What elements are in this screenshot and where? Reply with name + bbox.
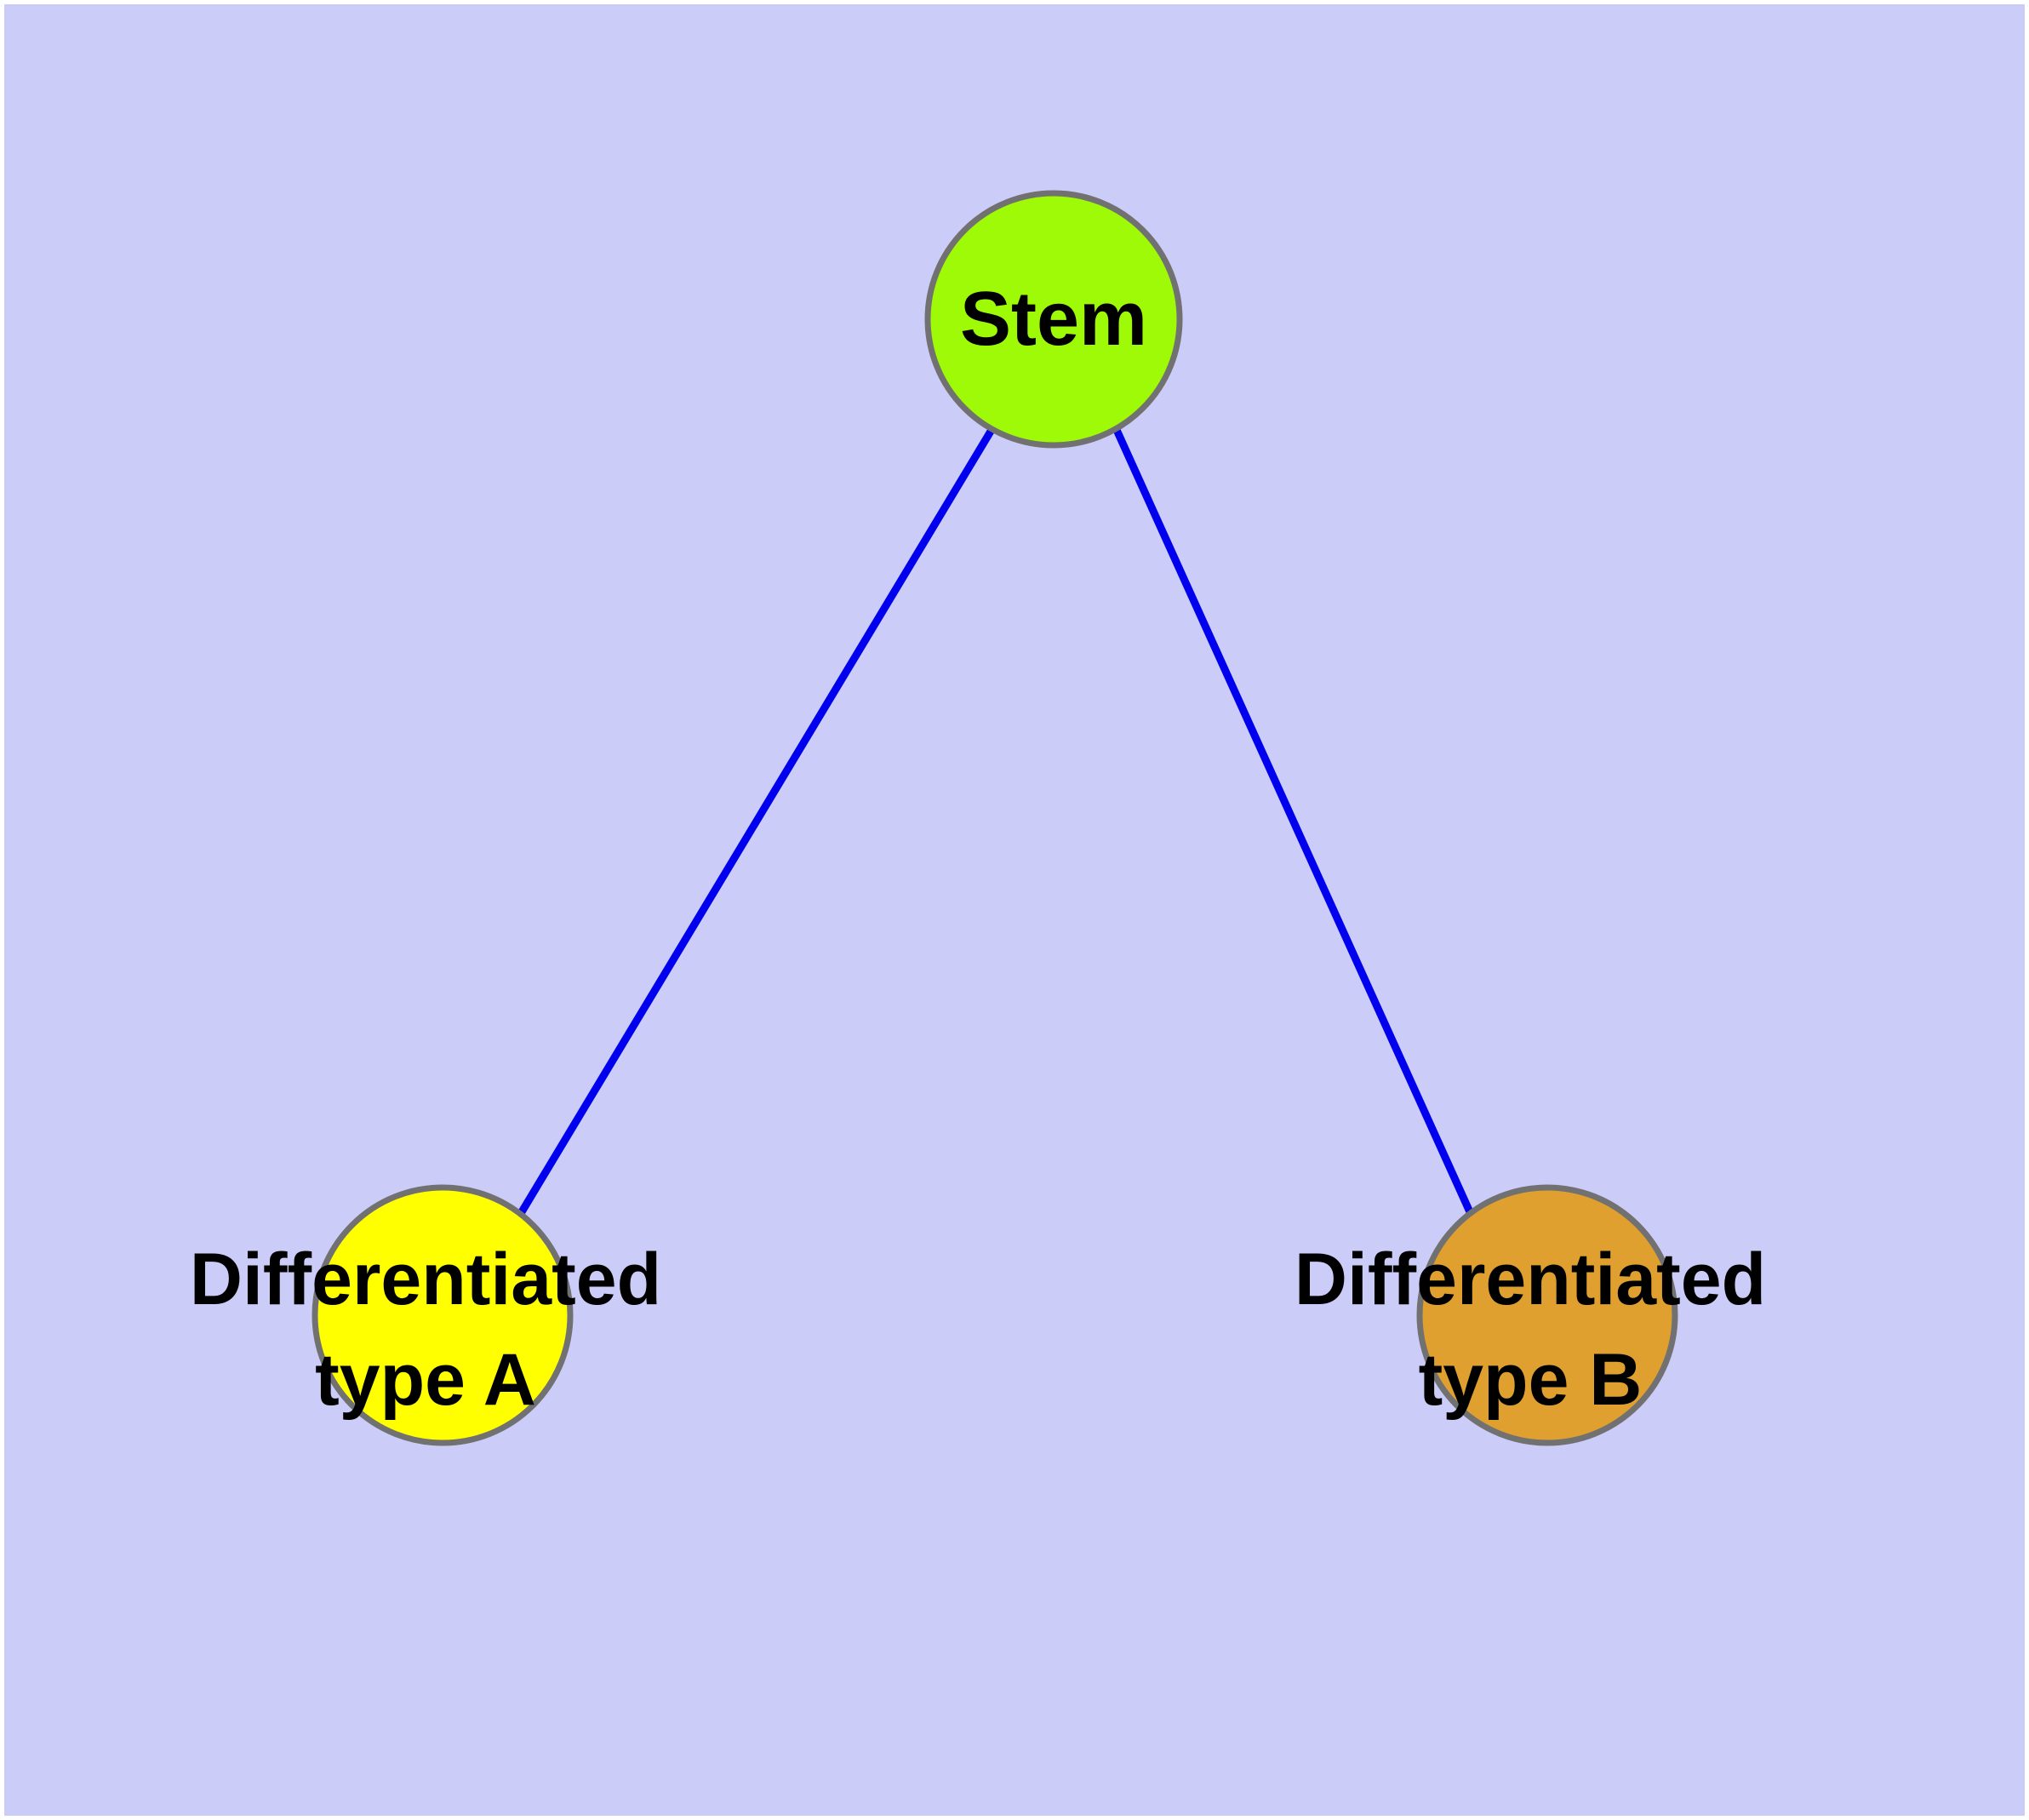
nodes-layer: Stem Differentiated type A Differentiate… [190, 190, 1766, 1446]
diagram-canvas: Stem Differentiated type A Differentiate… [4, 4, 2025, 1816]
node-type-a-label-line-1: Differentiated [190, 1239, 661, 1320]
edges-layer [512, 427, 1479, 1226]
node-type-b-label-line-1: Differentiated [1295, 1239, 1766, 1320]
node-type-a-circle[interactable] [311, 1184, 574, 1446]
node-type-b-circle[interactable] [1416, 1184, 1678, 1446]
edge-stem-to-type-a[interactable] [512, 427, 995, 1226]
node-differentiated-type-b[interactable]: Differentiated type B [1295, 1184, 1766, 1446]
node-stem[interactable]: Stem [924, 190, 1183, 449]
node-stem-label: Stem [960, 277, 1147, 362]
node-type-a-label-line-2: type A [315, 1339, 536, 1421]
graph-svg: Stem Differentiated type A Differentiate… [190, 190, 1766, 1446]
node-stem-circle[interactable] [924, 190, 1183, 449]
node-type-b-label-line-2: type B [1419, 1339, 1643, 1421]
edge-stem-to-type-b[interactable] [1112, 428, 1479, 1225]
node-differentiated-type-a[interactable]: Differentiated type A [190, 1184, 661, 1446]
